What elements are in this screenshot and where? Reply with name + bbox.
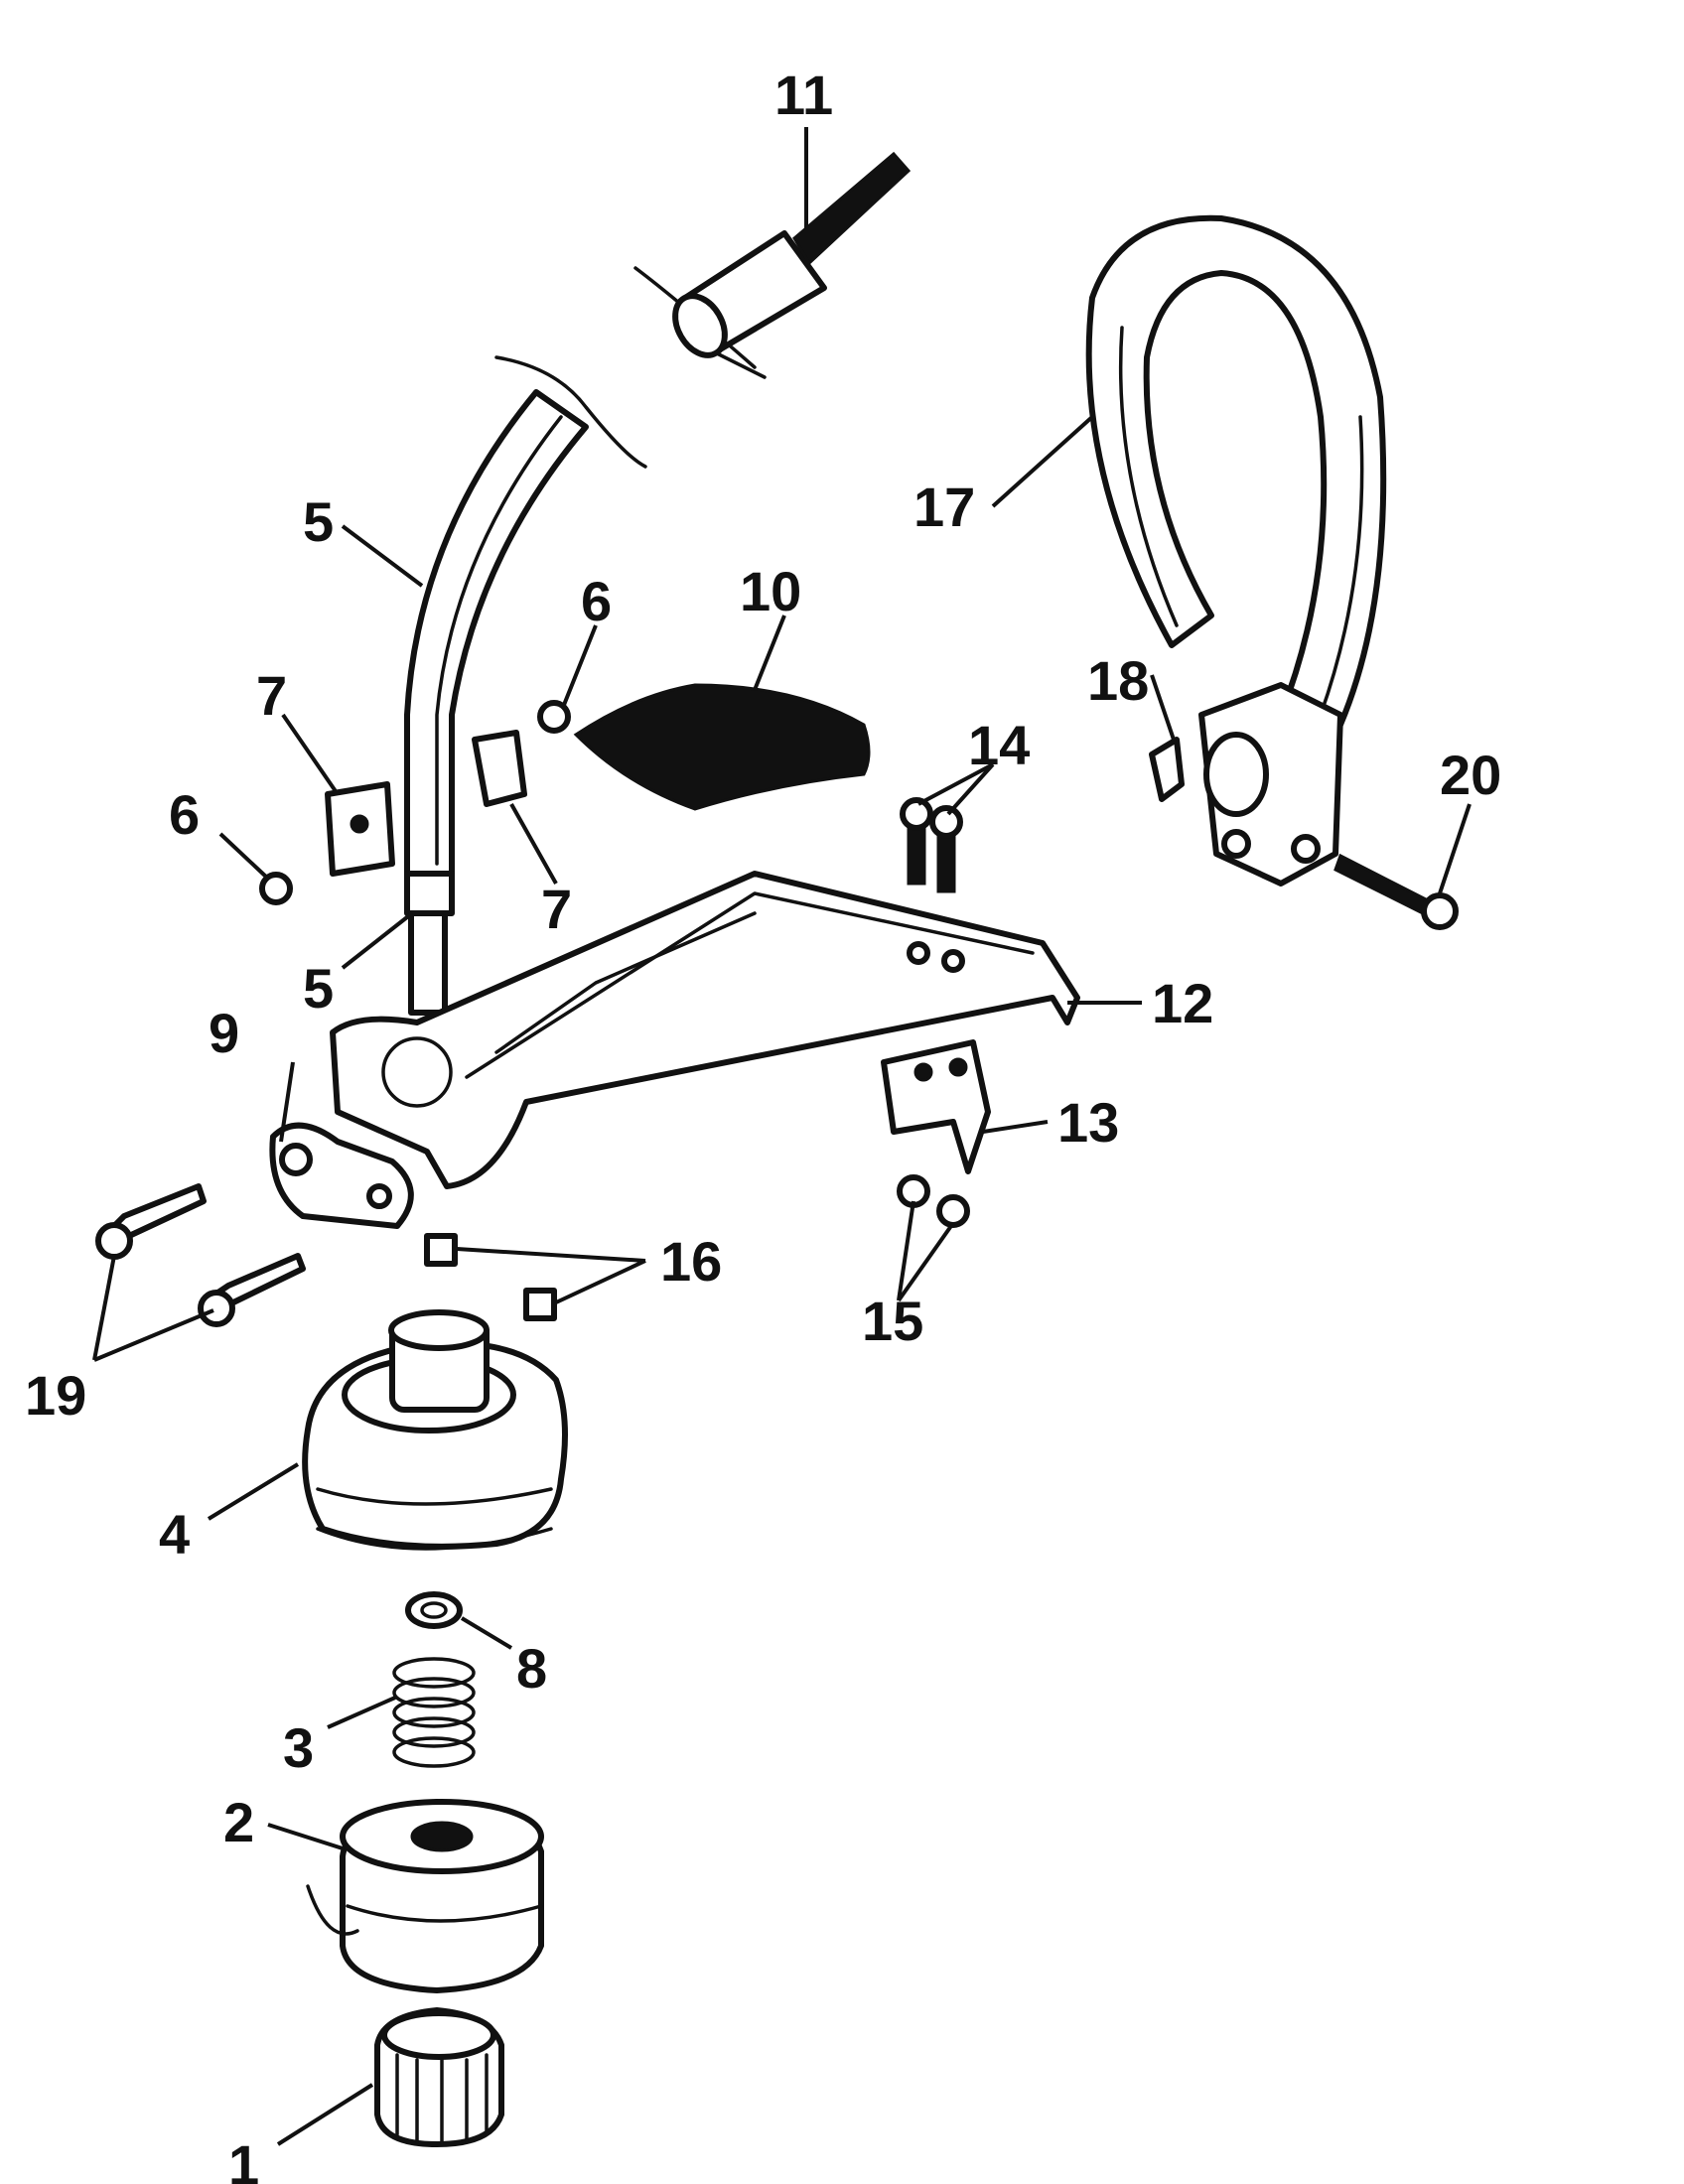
- label-6-right: 6: [581, 570, 612, 632]
- part-spool: [306, 1799, 544, 1993]
- label-7-left: 7: [256, 664, 287, 727]
- part-decal: [573, 683, 871, 811]
- label-15: 15: [862, 1290, 923, 1352]
- part-knob: [374, 2007, 504, 2147]
- label-20: 20: [1440, 744, 1501, 806]
- part-bolt-20: [1333, 853, 1459, 930]
- leader-lines: [92, 127, 1472, 2146]
- part-labels: 11 5 5 6 6 7 7 10 14 18 17 20 12 13 15 1…: [25, 64, 1501, 2184]
- label-9: 9: [209, 1002, 239, 1064]
- part-screw-right: [537, 700, 571, 734]
- part-washer: [405, 1591, 463, 1629]
- label-6-left: 6: [169, 783, 200, 846]
- part-nuts-16: [424, 1233, 557, 1321]
- part-spool-housing: [302, 1309, 568, 1551]
- part-handle-clamp: [1198, 682, 1343, 887]
- label-4: 4: [159, 1503, 190, 1566]
- label-19: 18: [1087, 649, 1149, 712]
- part-shield: [330, 871, 1080, 1189]
- label-1: 1: [228, 2133, 259, 2184]
- label-8: 8: [516, 1637, 547, 1700]
- part-shaft-tube: [404, 355, 647, 1016]
- label-7-right: 7: [541, 878, 572, 940]
- part-screw-left: [259, 872, 293, 905]
- label-13: 13: [1057, 1091, 1119, 1154]
- label-16: 16: [660, 1230, 722, 1293]
- part-clip-19: [1149, 737, 1185, 802]
- label-17: 19: [25, 1364, 86, 1427]
- part-loop-handle: [1085, 214, 1387, 728]
- part-spring: [392, 1657, 476, 1768]
- label-2: 2: [223, 1791, 254, 1853]
- label-3: 3: [283, 1716, 314, 1779]
- label-5-lower: 5: [303, 957, 334, 1020]
- label-5-upper: 5: [303, 490, 334, 553]
- label-11: 11: [774, 64, 833, 126]
- label-10: 10: [740, 560, 801, 622]
- part-bracket: [269, 1122, 414, 1229]
- label-12: 12: [1152, 972, 1213, 1034]
- label-18: 17: [913, 476, 975, 538]
- part-bolts-14: [900, 797, 963, 893]
- part-drive-shaft: [633, 151, 912, 379]
- label-14: 14: [968, 714, 1030, 776]
- part-screws-17: [95, 1183, 306, 1327]
- part-clip-right: [472, 730, 527, 807]
- part-plate: [881, 1039, 991, 1174]
- part-clip-left: [325, 781, 395, 877]
